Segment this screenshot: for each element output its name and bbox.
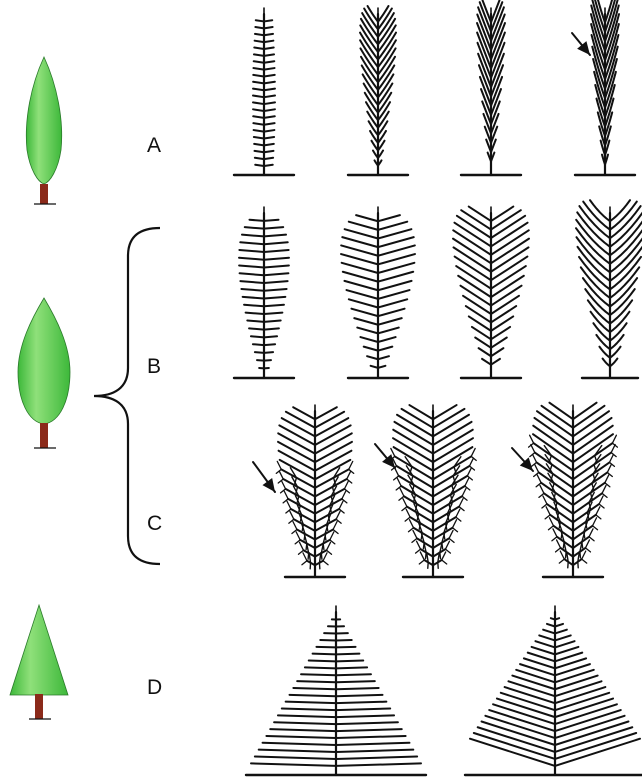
row-c-drawing-3 bbox=[529, 403, 618, 577]
row-b-drawing-1 bbox=[234, 207, 294, 378]
row-label-c: C bbox=[147, 512, 162, 535]
row-d-drawing-1 bbox=[246, 606, 426, 775]
row-b-drawing-4 bbox=[576, 200, 642, 378]
row-a-drawing-1 bbox=[234, 8, 294, 175]
ovate-tree-icon bbox=[18, 298, 70, 448]
row-b-drawing-2 bbox=[341, 207, 415, 378]
row-label-d: D bbox=[147, 676, 162, 699]
arrow-row-a bbox=[572, 33, 590, 55]
row-d-drawing-2 bbox=[465, 606, 642, 775]
row-c-drawing-1 bbox=[276, 405, 353, 577]
columnar-tree-icon bbox=[26, 57, 61, 204]
row-label-b: B bbox=[147, 355, 161, 378]
row-a-drawing-4 bbox=[575, 0, 635, 175]
arrow-row-c-2 bbox=[375, 444, 395, 468]
arrow-row-c-1 bbox=[253, 462, 275, 492]
row-a-drawing-3 bbox=[461, 0, 521, 175]
row-b-drawing-3 bbox=[453, 207, 529, 378]
arrow-row-c-3 bbox=[512, 448, 533, 471]
row-a-drawing-2 bbox=[348, 6, 408, 175]
row-c-drawing-2 bbox=[390, 405, 476, 577]
row-label-a: A bbox=[147, 134, 161, 157]
conical-tree-icon bbox=[10, 605, 68, 719]
